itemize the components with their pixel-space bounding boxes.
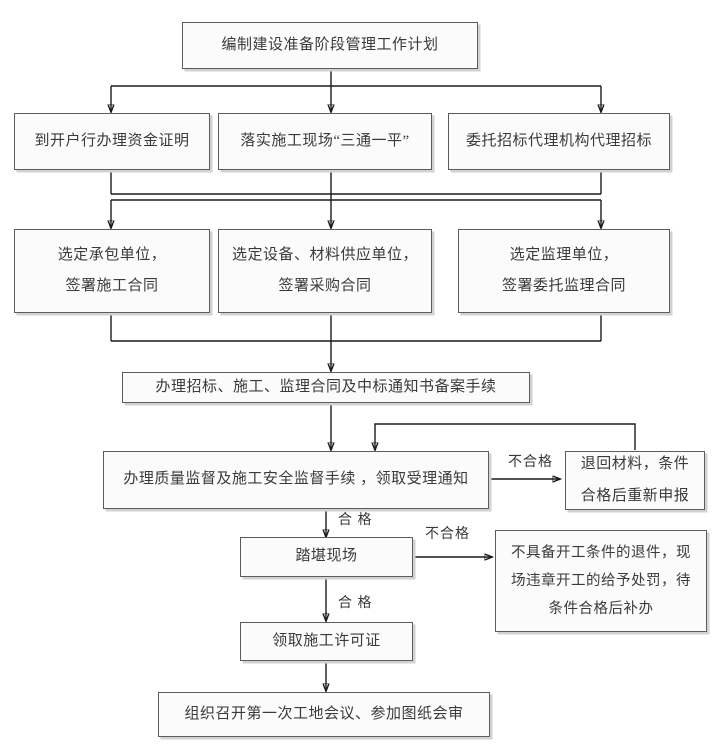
node-fund-cert-line-1: 到开户行办理资金证明 — [34, 132, 190, 149]
node-site-prep[interactable]: 落实施工现场“三通一平” — [218, 113, 432, 170]
node-supervisor[interactable]: 选定监理单位， 签署委托监理合同 — [458, 229, 670, 313]
node-filing[interactable]: 办理招标、施工、监理合同及中标通知书备案手续 — [122, 372, 530, 403]
node-penalty-line-1: 不具备开工条件的退件，现 — [511, 544, 691, 561]
node-site-survey[interactable]: 踏堪现场 — [240, 537, 413, 577]
node-penalty-line-3: 条件合格后补办 — [548, 601, 654, 618]
node-contractor-line-2: 签署施工合同 — [65, 278, 159, 294]
node-return-material-line-2: 合格后重新申报 — [580, 487, 690, 504]
node-first-meeting-line-1: 组织召开第一次工地会议、参加图纸会审 — [184, 705, 464, 722]
node-quality-safety-line-1: 办理质量监督及施工安全监督手续 ，领取受理通知 — [123, 471, 469, 488]
node-permit-line-1: 领取施工许可证 — [272, 632, 381, 649]
node-penalty[interactable]: 不具备开工条件的退件，现 场违章开工的给予处罚，待 条件合格后补办 — [495, 530, 707, 632]
node-contractor-line-1: 选定承包单位， — [57, 246, 167, 263]
node-penalty-line-2: 场违章开工的给予处罚，待 — [511, 572, 691, 589]
node-return-material-line-1: 退回材料，条件 — [580, 456, 690, 472]
node-bid-agency-line-1: 委托招标代理机构代理招标 — [465, 132, 652, 149]
edge-label-pass-survey: 合 格 — [338, 596, 373, 611]
node-first-meeting[interactable]: 组织召开第一次工地会议、参加图纸会审 — [158, 692, 490, 737]
node-permit[interactable]: 领取施工许可证 — [240, 622, 413, 661]
node-plan[interactable]: 编制建设准备阶段管理工作计划 — [182, 22, 478, 69]
node-supplier[interactable]: 选定设备、材料供应单位， 签署采购合同 — [218, 229, 432, 313]
node-return-material[interactable]: 退回材料，条件 合格后重新申报 — [565, 451, 705, 510]
node-quality-safety[interactable]: 办理质量监督及施工安全监督手续 ，领取受理通知 — [103, 451, 489, 509]
node-site-survey-line-1: 踏堪现场 — [295, 548, 358, 565]
node-bid-agency[interactable]: 委托招标代理机构代理招标 — [448, 113, 670, 170]
node-fund-cert[interactable]: 到开户行办理资金证明 — [14, 113, 210, 170]
edge-label-fail-quality: 不合格 — [508, 455, 553, 470]
node-supplier-line-1: 选定设备、材料供应单位， — [231, 246, 418, 263]
node-plan-line-1: 编制建设准备阶段管理工作计划 — [221, 36, 439, 53]
node-filing-line-1: 办理招标、施工、监理合同及中标通知书备案手续 — [155, 378, 497, 395]
node-site-prep-line-1: 落实施工现场“三通一平” — [240, 132, 410, 149]
wire-return-feedback — [375, 423, 636, 450]
edge-label-fail-survey: 不合格 — [425, 527, 470, 542]
node-supervisor-line-2: 签署委托监理合同 — [501, 278, 626, 294]
node-contractor[interactable]: 选定承包单位， 签署施工合同 — [14, 229, 210, 313]
node-supervisor-line-1: 选定监理单位， — [509, 246, 619, 263]
node-supplier-line-2: 签署采购合同 — [278, 278, 372, 294]
edge-label-pass-quality: 合 格 — [338, 513, 373, 528]
